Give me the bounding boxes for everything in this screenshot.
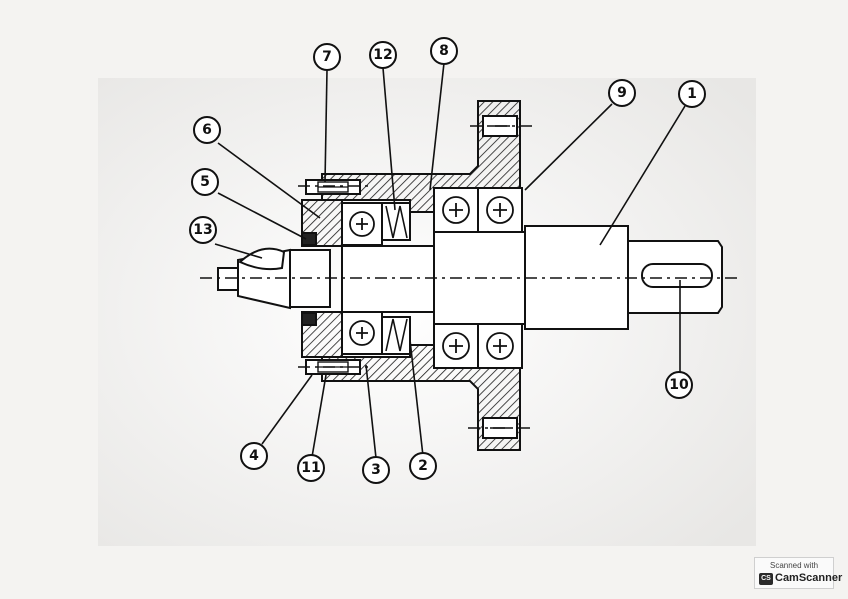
callout-label-7: 7 (322, 49, 332, 65)
nut-cap (238, 247, 286, 271)
callout-labels: 7 12 8 9 1 6 5 13 10 4 11 3 2 (193, 43, 697, 478)
callout-label-11: 11 (301, 460, 320, 476)
callout-3 (362, 456, 390, 484)
callout-7 (313, 43, 341, 71)
camscanner-logo-icon: CS (759, 573, 773, 585)
callout-12 (369, 41, 397, 69)
callout-label-12: 12 (373, 47, 392, 63)
bearing-lower-right (477, 323, 523, 369)
leader-lines (214, 62, 686, 459)
callout-label-6: 6 (202, 122, 212, 138)
seal-ring-upper (301, 232, 317, 246)
callout-5 (191, 168, 219, 196)
callout-label-13: 13 (193, 222, 212, 238)
callout-label-10: 10 (669, 377, 689, 393)
callout-11 (297, 454, 325, 482)
callout-2 (409, 452, 437, 480)
callout-circles (189, 37, 706, 484)
callout-label-3: 3 (371, 462, 381, 478)
callout-4 (240, 442, 268, 470)
callout-6 (193, 116, 221, 144)
callout-label-8: 8 (439, 43, 449, 59)
callout-8 (430, 37, 458, 65)
assembly (217, 100, 723, 451)
scan-watermark-badge: Scanned with CS CamScanner (754, 557, 842, 589)
callout-10 (665, 371, 693, 399)
keyway (641, 263, 713, 288)
callout-label-5: 5 (200, 174, 210, 190)
bearing-lower-mid (433, 323, 479, 369)
shaft-tip (217, 267, 239, 291)
callout-9 (608, 79, 636, 107)
badge-scanned-with: Scanned with (769, 561, 819, 570)
callout-label-2: 2 (418, 458, 428, 474)
inner-shaft (341, 245, 435, 313)
badge-brand: CamScanner (775, 572, 843, 584)
bearing-upper-left (341, 202, 383, 246)
callout-label-4: 4 (249, 448, 259, 464)
callout-1 (678, 80, 706, 108)
seal-ring-lower (301, 312, 317, 326)
callout-13 (189, 216, 217, 244)
callout-label-1: 1 (687, 86, 697, 102)
callout-label-9: 9 (617, 85, 627, 101)
bearing-balls (349, 196, 514, 360)
center-lines (200, 125, 738, 429)
